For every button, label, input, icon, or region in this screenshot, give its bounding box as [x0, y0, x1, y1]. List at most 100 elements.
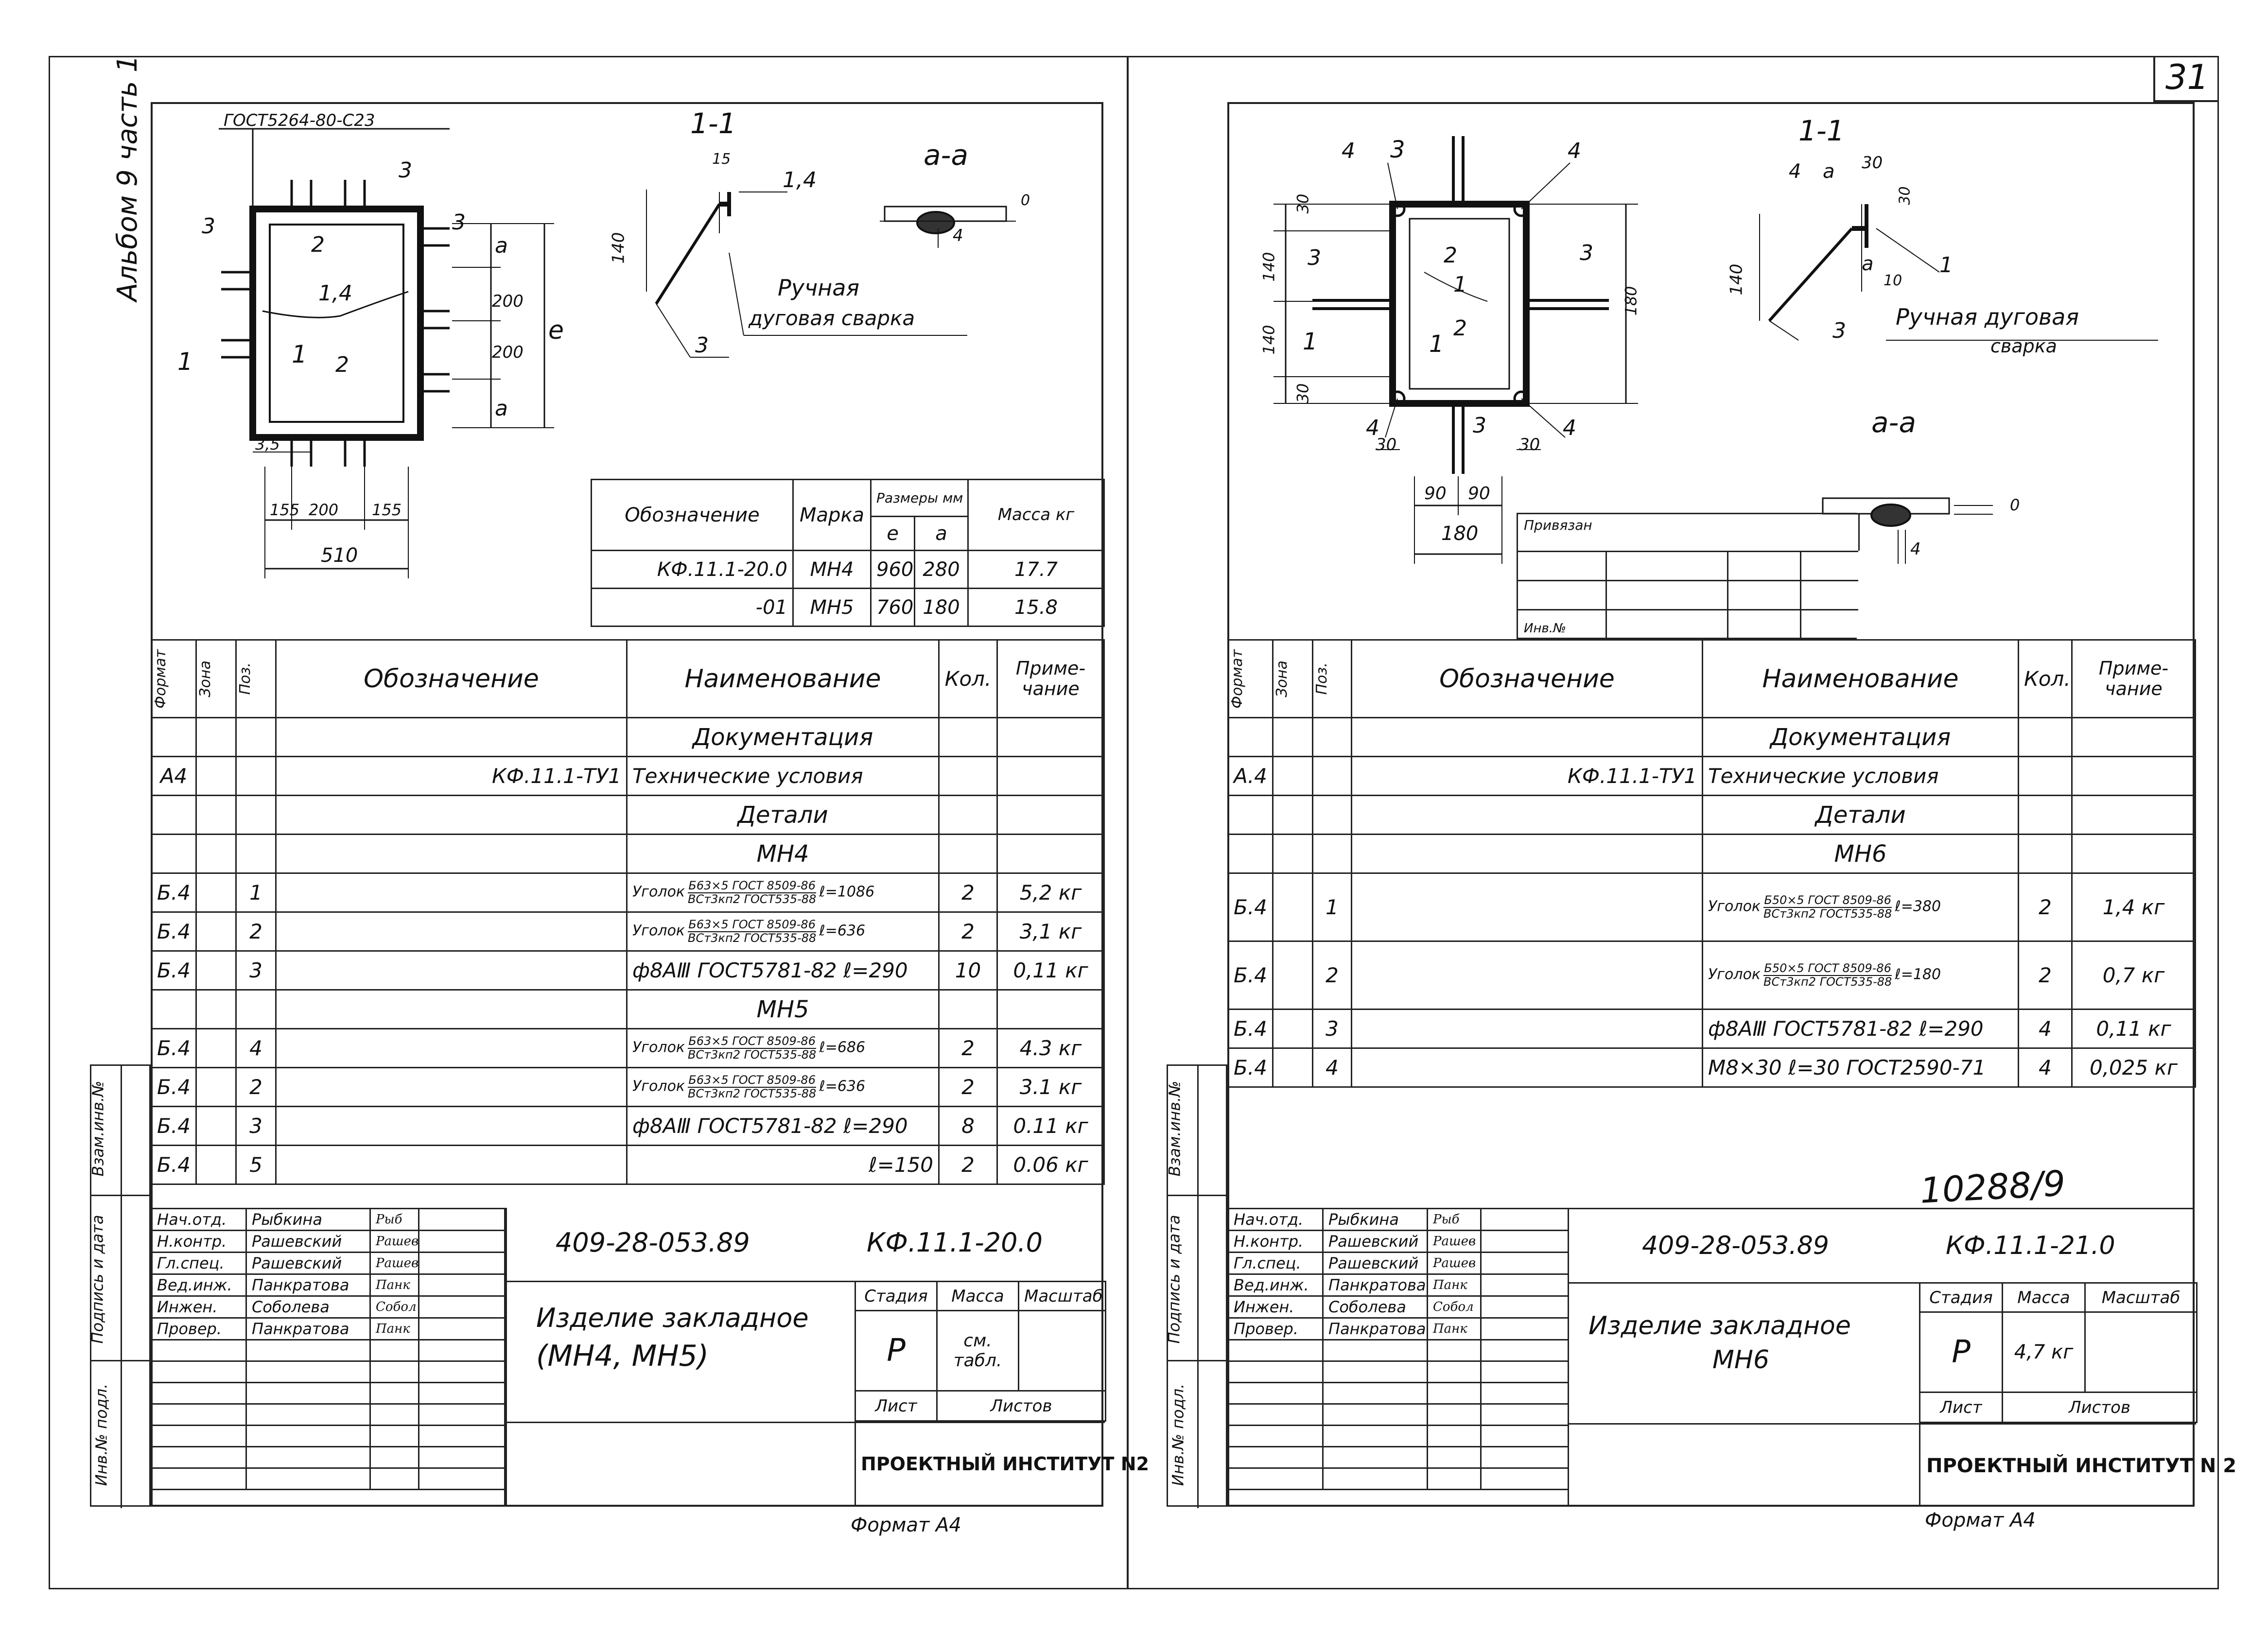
- right-dim-30c: 30: [1376, 435, 1397, 454]
- left-spec-zone: [195, 950, 237, 991]
- page-number: 31: [2165, 57, 2209, 97]
- left-spec-note: [996, 989, 1105, 1029]
- right-spec-designation: [1351, 717, 1703, 757]
- spec-name-length: ℓ=380: [1895, 898, 1941, 915]
- left-tb-date: [418, 1208, 507, 1231]
- right-spec-designation: [1351, 1009, 1703, 1049]
- left-spec-qty: 8: [938, 1106, 998, 1146]
- right-stamp-podpis: Подпись и дата: [1165, 1215, 1184, 1344]
- right-tb-h-sheets: Листов: [2002, 1392, 2198, 1423]
- left-spec-designation: [275, 1145, 628, 1185]
- left-tb-signature: Панк: [369, 1317, 419, 1340]
- left-spec-format: Б.4: [151, 1145, 197, 1185]
- left-spec-pos: [235, 834, 277, 874]
- left-dim-510: 510: [321, 544, 358, 567]
- left-callout-3-top: 3: [399, 158, 412, 183]
- right-spec-table: Формат Зона Поз. Обозначение Наименовани…: [1227, 639, 2196, 1088]
- sizes-h-sizes: Размеры мм: [870, 479, 969, 517]
- left-spec-pos: [235, 717, 277, 757]
- spec-name-denominator: ВСт3кп2 ГОСТ535-88: [1763, 975, 1892, 989]
- right-spec-format: А.4: [1227, 756, 1274, 796]
- left-spec-designation: [275, 911, 628, 952]
- left-tb-name: Соболева: [245, 1295, 371, 1319]
- left-spec-zone: [195, 795, 237, 835]
- spec-name-denominator: ВСт3кп2 ГОСТ535-88: [688, 1086, 817, 1100]
- left-weld-type-1: Ручная: [778, 275, 860, 301]
- right-tb-signature: Рашев: [1427, 1252, 1482, 1275]
- left-spec-pos: 4: [235, 1028, 277, 1068]
- left-spec-note: 0,11 кг: [996, 950, 1105, 991]
- right-spec-designation: [1351, 872, 1703, 942]
- right-privyazan-table: Привязан Инв.№: [1517, 513, 1860, 641]
- left-tb-hline2: [507, 1422, 1105, 1423]
- left-spec-zone: [195, 717, 237, 757]
- right-tb-mass: 4,7 кг: [2002, 1311, 2086, 1393]
- left-tb-role: Провер.: [151, 1317, 247, 1340]
- page-number-box: [2153, 56, 2219, 102]
- right-tb-empty-row: [1227, 1467, 1569, 1490]
- left-tb-doc-code: 409-28-053.89: [556, 1227, 750, 1258]
- left-spec-note: 3.1 кг: [996, 1067, 1105, 1107]
- right-tb-signature: Рыб: [1427, 1208, 1482, 1231]
- right-tb-name: Рашевский: [1322, 1252, 1428, 1275]
- sizes-row1-e: 760: [870, 588, 915, 627]
- right-callout-1: 1: [1453, 272, 1467, 297]
- spec-name-denominator: ВСт3кп2 ГОСТ535-88: [1763, 906, 1892, 921]
- spec-name-denominator: ВСт3кп2 ГОСТ535-88: [688, 892, 817, 906]
- left-dim-200-2: 200: [492, 343, 523, 362]
- right-tb-date: [1480, 1252, 1569, 1275]
- right-spec-zone: [1272, 940, 1313, 1010]
- left-spec-note: 0.11 кг: [996, 1106, 1105, 1146]
- right-spec-zone: [1272, 1009, 1313, 1049]
- right-plan-outer: [1389, 201, 1530, 407]
- spec-name-denominator: ВСт3кп2 ГОСТ535-88: [688, 931, 817, 945]
- right-tb-name: Рашевский: [1322, 1230, 1428, 1253]
- spec-name-prefix: Уголок: [632, 922, 685, 940]
- right-tb-name: Панкратова: [1322, 1317, 1428, 1340]
- left-spec-pos: [235, 989, 277, 1029]
- left-stamp-column: Взам.инв.№ Подпись и дата Инв.№ подл.: [88, 1064, 152, 1508]
- spec-name-numerator: Б63×5 ГОСТ 8509-86: [688, 879, 817, 893]
- left-spec-designation: [275, 1067, 628, 1107]
- spec-name-length: ℓ=686: [819, 1039, 866, 1056]
- left-tb-hline1: [507, 1281, 1105, 1282]
- left-spec-qty: [938, 989, 998, 1029]
- left-spec-designation: [275, 717, 628, 757]
- left-spec-pos: 2: [235, 911, 277, 952]
- right-tb-right: 409-28-053.89 КФ.11.1-21.0 Изделие закла…: [1568, 1208, 2236, 1507]
- left-tb-empty-row: [151, 1467, 507, 1490]
- right-tb-empty-row: [1227, 1446, 1569, 1469]
- right-order-number: 10288/9: [1919, 1163, 2067, 1211]
- left-spec-pos: 3: [235, 1106, 277, 1146]
- right-spec-format: [1227, 717, 1274, 757]
- right-inv-label: Инв.№: [1524, 621, 1567, 636]
- left-tb-empty-row: [151, 1339, 507, 1362]
- right-spec-qty: [2018, 795, 2073, 835]
- left-spec-name: Документация: [626, 717, 940, 757]
- right-callout-4c: 4: [1366, 416, 1379, 440]
- right-dim-90a: 90: [1424, 484, 1447, 504]
- left-spec-zone: [195, 872, 237, 913]
- spec-row: МН6: [1227, 834, 2196, 874]
- left-spec-note: [996, 834, 1105, 874]
- right-sec-1: 1: [1939, 253, 1953, 278]
- right-dim-4: 4: [1910, 540, 1921, 559]
- right-spec-zone: [1272, 795, 1313, 835]
- right-tb-date: [1480, 1273, 1569, 1297]
- right-dim-140b: 140: [1259, 325, 1278, 355]
- left-spec-h-note: Приме-чание: [996, 639, 1105, 718]
- spec-name-length: ℓ=636: [819, 1078, 866, 1095]
- right-spec-h-zone: Зона: [1274, 660, 1291, 697]
- right-tb-title-2: МН6: [1712, 1345, 1770, 1375]
- left-section-mark-2: 1: [292, 340, 307, 368]
